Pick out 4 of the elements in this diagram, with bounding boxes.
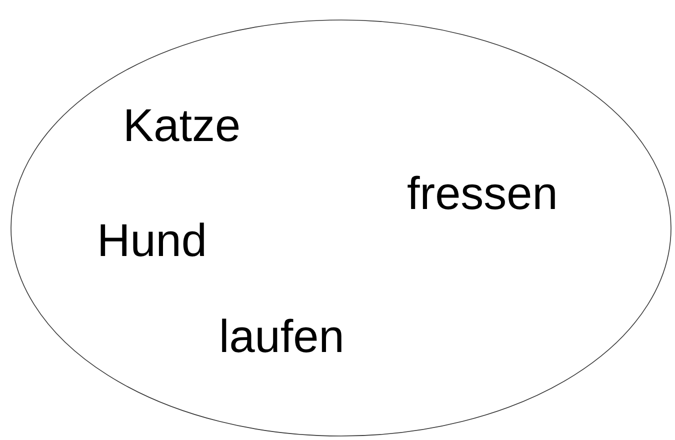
word-label: laufen bbox=[219, 313, 344, 359]
word-label: Katze bbox=[123, 102, 241, 148]
word-label: fressen bbox=[407, 170, 558, 216]
word-label: Hund bbox=[97, 217, 207, 263]
